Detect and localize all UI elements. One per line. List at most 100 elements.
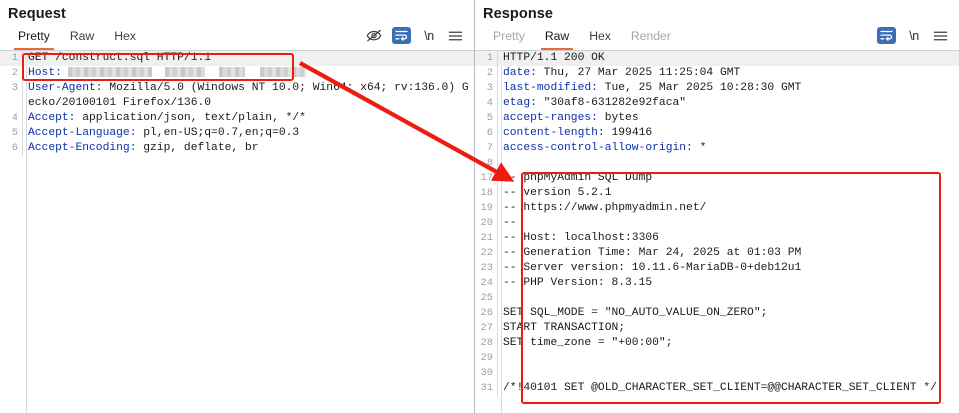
code-line-text: -- Server version: 10.11.6-MariaDB-0+deb… — [498, 261, 959, 276]
header-name: accept-ranges: — [503, 112, 598, 124]
code-line-text: Accept-Language: pl,en-US;q=0.7,en;q=0.3 — [23, 126, 474, 141]
line-number: 31 — [480, 382, 493, 394]
code-line-text: Accept: application/json, text/plain, */… — [23, 111, 474, 126]
line-number: 2 — [486, 67, 493, 79]
menu-icon[interactable] — [932, 27, 949, 44]
gutter-separator — [497, 231, 498, 246]
header-value: GET /construct.sql HTTP/1.1 — [28, 52, 212, 64]
line-number: 21 — [480, 232, 493, 244]
header-value: * — [692, 142, 707, 154]
tab-response-hex[interactable]: Hex — [589, 29, 611, 43]
request-tools: \n — [365, 26, 474, 44]
newline-icon[interactable]: \n — [424, 28, 434, 43]
line-number: 25 — [480, 292, 493, 304]
line-number: 6 — [486, 127, 493, 139]
tab-response-raw[interactable]: Raw — [535, 26, 579, 50]
header-value: "30af8-631282e92faca" — [536, 97, 687, 109]
code-line-text — [498, 351, 959, 366]
response-gutter-rule — [501, 51, 502, 414]
tab-response-pretty[interactable]: Pretty — [493, 29, 525, 43]
redaction-block — [218, 67, 245, 78]
header-name: date: — [503, 67, 537, 79]
request-tabbar: Pretty Raw Hex — [0, 26, 474, 51]
header-value: Tue, 25 Mar 2025 10:28:30 GMT — [597, 82, 802, 94]
gutter-separator — [497, 291, 498, 306]
code-line-text: -- https://www.phpmyadmin.net/ — [498, 201, 959, 216]
gutter-separator — [497, 201, 498, 216]
code-line: 21 -- Host: localhost:3306 — [475, 231, 959, 246]
code-line: 7 access-control-allow-origin: * — [475, 141, 959, 156]
code-line: 29 — [475, 351, 959, 366]
line-number: 2 — [11, 67, 18, 79]
line-number: 3 — [11, 82, 18, 94]
header-value: application/json, text/plain, */* — [75, 112, 306, 124]
menu-icon[interactable] — [447, 27, 464, 44]
line-number: 18 — [480, 187, 493, 199]
tab-request-pretty[interactable]: Pretty — [8, 26, 60, 50]
code-line-text: Accept-Encoding: gzip, deflate, br — [23, 141, 474, 156]
code-line-text: accept-ranges: bytes — [498, 111, 959, 126]
header-value: Thu, 27 Mar 2025 11:25:04 GMT — [536, 67, 741, 79]
line-number: 27 — [480, 322, 493, 334]
code-line: 2 date: Thu, 27 Mar 2025 11:25:04 GMT — [475, 66, 959, 81]
header-name: User-Agent: — [28, 82, 103, 94]
redaction-block — [208, 67, 216, 77]
header-name: access-control-allow-origin: — [503, 142, 693, 154]
gutter-separator — [497, 336, 498, 351]
line-number: 5 — [486, 112, 493, 124]
header-value: -- Host: localhost:3306 — [503, 232, 659, 244]
code-line: 23-- Server version: 10.11.6-MariaDB-0+d… — [475, 261, 959, 276]
line-number: 1 — [11, 52, 18, 64]
code-line: 19-- https://www.phpmyadmin.net/ — [475, 201, 959, 216]
code-line-text: date: Thu, 27 Mar 2025 11:25:04 GMT — [498, 66, 959, 81]
code-line-text: Host: — [23, 66, 474, 81]
gutter-separator — [497, 216, 498, 231]
line-number: 4 — [486, 97, 493, 109]
code-line-text — [498, 366, 959, 381]
header-value: SET SQL_MODE = "NO_AUTO_VALUE_ON_ZERO"; — [503, 307, 768, 319]
redaction-block — [248, 67, 257, 77]
code-line-text: -- PHP Version: 8.3.15 — [498, 276, 959, 291]
request-code-area[interactable]: 1 GET /construct.sql HTTP/1.1 2 Host: 3 User-… — [0, 51, 474, 414]
line-number: 17 — [480, 172, 493, 184]
code-line: 24 -- PHP Version: 8.3.15 — [475, 276, 959, 291]
gutter-separator — [22, 141, 23, 156]
line-number: 5 — [11, 127, 18, 139]
header-value: -- phpMyAdmin SQL Dump — [503, 172, 653, 184]
header-value: -- Generation Time: Mar 24, 2025 at 01:0… — [503, 247, 802, 259]
tab-request-hex[interactable]: Hex — [114, 29, 136, 43]
header-name: Host: — [28, 67, 62, 79]
word-wrap-icon[interactable] — [392, 27, 411, 44]
eye-off-icon[interactable] — [365, 27, 382, 44]
gutter-separator — [497, 351, 498, 366]
request-panel-title: Request — [8, 6, 66, 22]
header-value: SET time_zone = "+00:00"; — [503, 337, 673, 349]
code-line: 30 — [475, 366, 959, 381]
header-name: etag: — [503, 97, 537, 109]
request-code-lines: 1 GET /construct.sql HTTP/1.1 2 Host: 3 User-… — [0, 51, 474, 156]
line-number: 24 — [480, 277, 493, 289]
word-wrap-icon[interactable] — [877, 27, 896, 44]
header-value: -- PHP Version: 8.3.15 — [503, 277, 653, 289]
code-line: 5 accept-ranges: bytes — [475, 111, 959, 126]
code-line: 8 — [475, 156, 959, 171]
newline-icon[interactable]: \n — [909, 28, 919, 43]
header-value: -- version 5.2.1 — [503, 187, 612, 199]
header-name: last-modified: — [503, 82, 598, 94]
line-number: 7 — [486, 142, 493, 154]
tab-response-render[interactable]: Render — [630, 29, 671, 43]
header-name: Accept: — [28, 112, 76, 124]
gutter-separator — [497, 321, 498, 336]
tab-request-raw[interactable]: Raw — [69, 29, 95, 43]
request-panel: Request Pretty Raw Hex — [0, 0, 474, 414]
gutter-separator — [497, 246, 498, 261]
redaction-block — [259, 67, 306, 78]
